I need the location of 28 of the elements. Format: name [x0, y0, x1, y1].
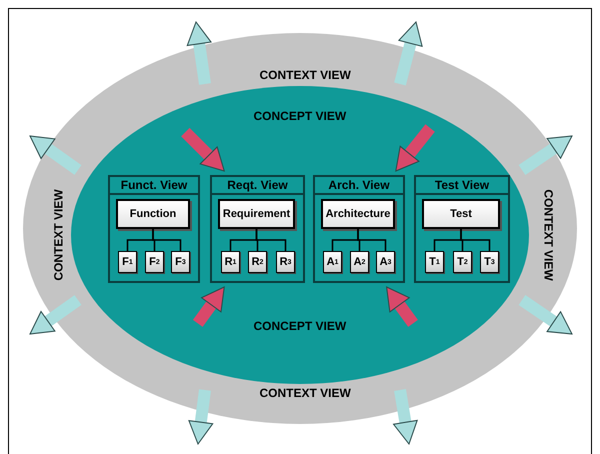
element-box: Test — [422, 199, 500, 229]
view-panel — [108, 175, 200, 283]
element-box: Architecture — [321, 199, 395, 229]
arrow — [181, 128, 225, 172]
connector-line — [152, 229, 182, 251]
panel-heading: Arch. View — [315, 177, 403, 195]
view-label: CONTEXT VIEW — [260, 68, 351, 82]
view-label: CONCEPT VIEW — [254, 319, 346, 333]
arrow — [386, 286, 418, 327]
element-box: Function — [116, 199, 190, 229]
arrow — [192, 286, 225, 327]
concept-ellipse — [70, 85, 530, 385]
context-ellipse — [22, 32, 578, 425]
arrow — [395, 124, 435, 172]
connector-line — [357, 229, 386, 251]
view-label: CONTEXT VIEW — [51, 189, 66, 281]
view-label: CONCEPT VIEW — [254, 109, 346, 123]
panel-heading: Funct. View — [110, 177, 198, 195]
connector-line — [256, 229, 286, 251]
view-panel — [313, 175, 405, 283]
panel-heading: Reqt. View — [212, 177, 303, 195]
view-label: CONTEXT VIEW — [541, 189, 556, 281]
element-box: Requirement — [218, 199, 295, 229]
view-label: CONTEXT VIEW — [260, 386, 351, 400]
connector-line — [460, 229, 490, 251]
panel-heading: Test View — [416, 177, 508, 195]
view-panel — [210, 175, 305, 283]
view-panel — [414, 175, 510, 283]
